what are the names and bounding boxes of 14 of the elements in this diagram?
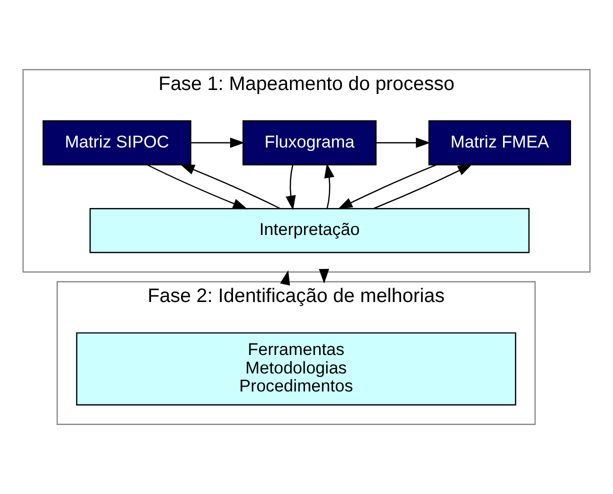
arrow (376, 138, 431, 148)
node-box: Fluxograma (242, 120, 377, 166)
node-box: Matriz FMEA (428, 120, 572, 166)
arrow (191, 138, 245, 148)
arrow (324, 163, 334, 209)
arrow (318, 268, 330, 284)
node-box: Ferramentas Metodologias Procedimentos (76, 332, 516, 406)
arrow (338, 164, 437, 210)
arrow (180, 164, 280, 209)
arrow (373, 164, 472, 210)
arrow (147, 164, 248, 210)
arrow (286, 164, 296, 210)
node-box: Matriz SIPOC (42, 120, 192, 166)
node-box: Interpretação (90, 208, 530, 254)
